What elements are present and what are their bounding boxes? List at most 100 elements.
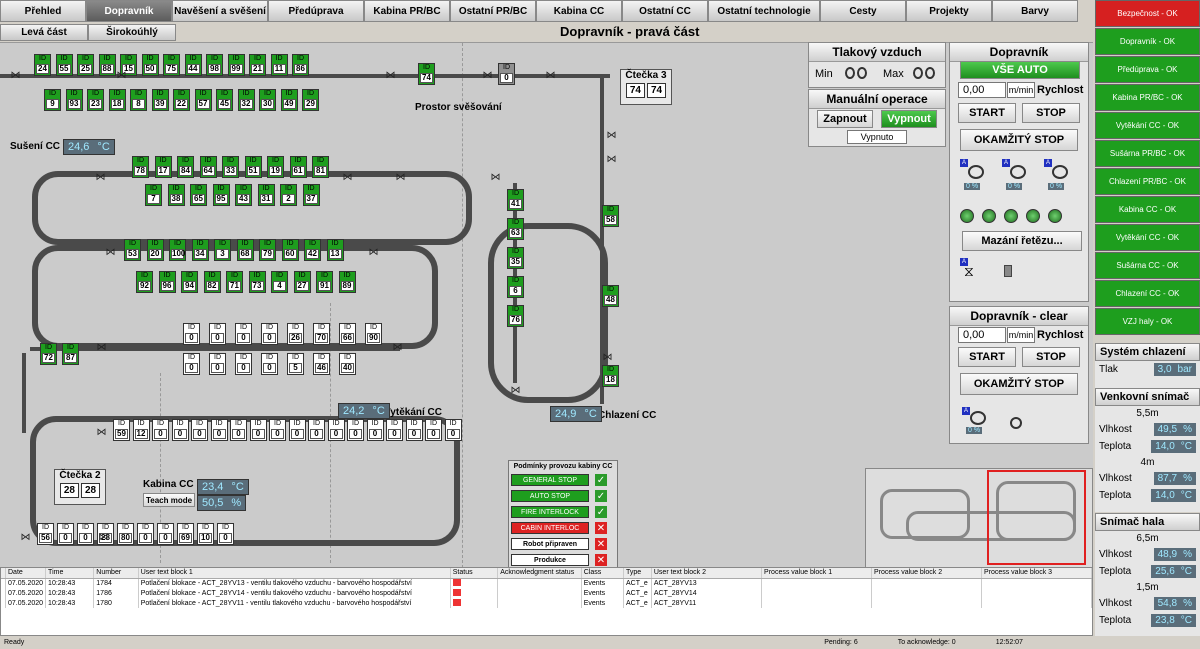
tab-cesty[interactable]: Cesty [820, 0, 906, 22]
valve-icon[interactable]: ⋈ [116, 70, 127, 81]
alarm-header[interactable]: Date [5, 568, 47, 579]
subtab-1[interactable]: Širokoúhlý [88, 24, 176, 41]
valve-icon[interactable]: ⋈ [392, 342, 403, 353]
clear-emergency-stop-button[interactable]: OKAMŽITÝ STOP [960, 373, 1078, 395]
valve-icon[interactable]: ⋈ [602, 352, 613, 363]
alarm-header[interactable]: Process value block 1 [761, 568, 872, 579]
alarm-header[interactable]: Class [581, 568, 625, 579]
tab-dopravn-k[interactable]: Dopravník [86, 0, 172, 22]
tab-p-ehled[interactable]: Přehled [0, 0, 86, 22]
valve-icon[interactable]: ⋈ [105, 247, 116, 258]
conveyor-speed-field[interactable]: 0,00 [958, 82, 1006, 98]
clear-stop-button[interactable]: STOP [1022, 347, 1080, 367]
alarm-header[interactable]: Type [623, 568, 652, 579]
subtab-0[interactable]: Levá část [0, 24, 88, 41]
all-auto-button[interactable]: VŠE AUTO [960, 61, 1080, 79]
teach-mode-button[interactable]: Teach mode [143, 493, 195, 507]
manual-on-button[interactable]: Zapnout [817, 110, 873, 128]
status-item-7[interactable]: Kabina CC - OK [1095, 196, 1200, 223]
status-item-5[interactable]: Sušárna PR/BC - OK [1095, 140, 1200, 167]
valve-icon[interactable]: ⋈ [368, 247, 379, 258]
valve-icon[interactable]: ⋈ [342, 172, 353, 183]
status-item-10[interactable]: Chlazení CC - OK [1095, 280, 1200, 307]
tab-ostatn-pr-bc[interactable]: Ostatní PR/BC [450, 0, 536, 22]
conveyor-stop-button[interactable]: STOP [1022, 103, 1080, 123]
alarm-header[interactable]: Number [93, 568, 139, 579]
tab-projekty[interactable]: Projekty [906, 0, 992, 22]
tab-barvy[interactable]: Barvy [992, 0, 1078, 22]
valve-icon[interactable]: ⋈ [545, 70, 556, 81]
tab-kabina-pr-bc[interactable]: Kabina PR/BC [364, 0, 450, 22]
alarm-header[interactable]: Time [45, 568, 95, 579]
alarm-header[interactable]: User text block 1 [138, 568, 451, 579]
status-item-11[interactable]: VZJ haly - OK [1095, 308, 1200, 335]
tab-p-ed-prava[interactable]: Předúprava [268, 0, 364, 22]
valve-icon[interactable]: ⋈ [482, 70, 493, 81]
